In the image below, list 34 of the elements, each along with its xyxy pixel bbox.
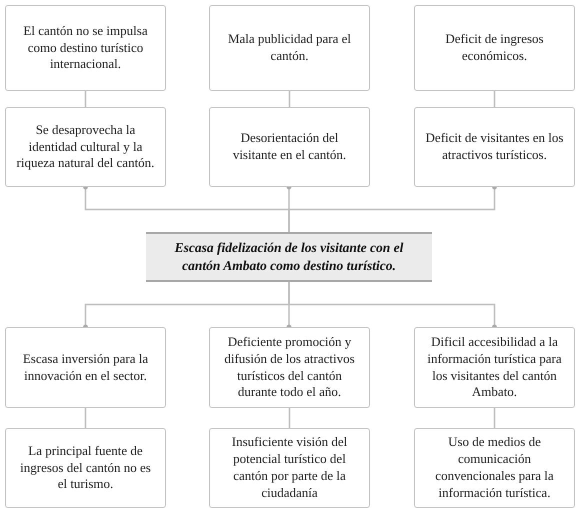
cause-effect-box — [414, 107, 575, 187]
cause-effect-box — [5, 107, 166, 187]
cause-effect-box — [209, 107, 370, 187]
cause-effect-box — [414, 327, 575, 408]
connector-line — [288, 184, 497, 232]
box-text: Escasa fidelización de los visitante con el cantón Ambato como destino turístico. — [174, 239, 404, 275]
connector-line — [288, 91, 290, 107]
box-text: Se desaprovecha la identidad cultural y la riqueza natural del cantón. — [16, 122, 156, 172]
box-text: Deficiente promoción y difusión de los atractivos turísticos del cantón durante todo el año. — [223, 334, 356, 402]
box-text: Insuficiente visión del potencial turístico del cantón por parte de la ciudadanía — [230, 434, 348, 502]
cause-effect-box — [5, 5, 166, 91]
connector-line — [84, 91, 86, 107]
box-text: Deficit de ingresos económicos. — [444, 31, 545, 65]
connector-line — [494, 91, 496, 107]
box-text: Uso de medios de comunicación convencionales para la información turística. — [434, 434, 555, 502]
box-text: El cantón no se impulsa como destino turístico internacional. — [22, 22, 149, 74]
box-text: Dificil accesibilidad a la información turística para los visitantes del cantón Ambato. — [426, 334, 563, 402]
cause-effect-box — [414, 5, 575, 91]
connector-line — [288, 282, 497, 330]
connector-line — [84, 408, 86, 428]
cause-effect-box — [414, 428, 575, 508]
cause-effect-box — [5, 428, 166, 508]
cause-effect-box — [209, 327, 370, 408]
connector-line — [494, 408, 496, 428]
box-text: Mala publicidad para el cantón. — [226, 31, 352, 65]
connector-line — [288, 408, 290, 428]
cause-effect-box — [209, 428, 370, 508]
box-text: Deficit de visitantes en los atractivos turísticos. — [424, 130, 564, 164]
box-text: Escasa inversión para la innovación en el sector. — [22, 350, 150, 384]
cause-effect-box — [5, 327, 166, 408]
central-problem-band — [146, 232, 432, 282]
cause-effect-box — [209, 5, 370, 91]
box-text: La principal fuente de ingresos del cantón no es el turismo. — [19, 442, 152, 494]
box-text: Desorientación del visitante en el cantón. — [232, 130, 348, 164]
